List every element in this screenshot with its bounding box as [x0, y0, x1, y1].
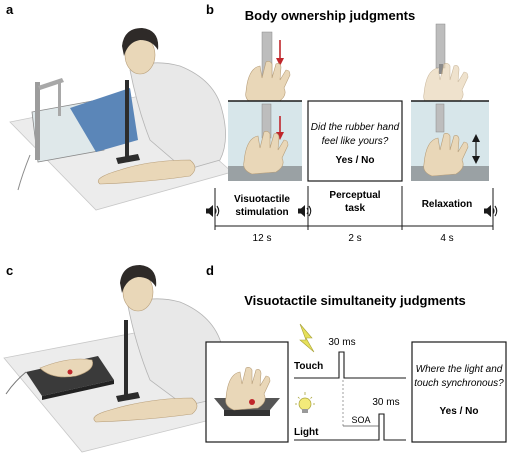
stimulation-image-top [245, 31, 291, 105]
simultaneity-question-line2: touch synchronous? [414, 378, 504, 389]
lightning-icon [299, 323, 315, 353]
touch-label: Touch [294, 361, 323, 372]
simultaneity-question-line1: Where the light and [416, 364, 503, 375]
phase-3-label: Relaxation [422, 199, 473, 210]
ownership-question-line1: Did the rubber hand [311, 122, 400, 133]
apparatus-image [214, 367, 280, 416]
ownership-answer: Yes / No [336, 155, 375, 166]
rubber-hand-box-left [228, 100, 302, 181]
phase-2-duration: 2 s [348, 233, 361, 244]
simultaneity-answer: Yes / No [440, 406, 479, 417]
phase-3-duration: 4 s [440, 233, 453, 244]
phase-1-duration: 12 s [253, 233, 272, 244]
panel-b-title: Body ownership judgments [245, 8, 415, 23]
relaxation-image-top [423, 23, 469, 107]
phase-2-line2: task [345, 203, 365, 214]
simultaneity-question-box [411, 341, 507, 443]
light-label: Light [294, 427, 319, 438]
participant-illustration-a [9, 28, 233, 211]
speaker-icon [297, 204, 312, 218]
panel-a-label: a [6, 2, 14, 17]
rubber-hand-box-right [411, 100, 489, 181]
soa-label: SOA [351, 415, 370, 425]
phase-1-line1: Visuotactile [234, 194, 290, 205]
light-signal-trace [294, 413, 406, 441]
touch-signal-trace [294, 351, 406, 379]
light-bulb-icon [295, 392, 315, 413]
phase-1-line2: stimulation [235, 207, 288, 218]
participant-illustration-c [3, 265, 227, 453]
speaker-icon [483, 204, 498, 218]
phase-2-line1: Perceptual [329, 190, 380, 201]
panel-d-title: Visuotactile simultaneity judgments [244, 293, 466, 308]
light-duration-label: 30 ms [372, 397, 399, 408]
panel-b-label: b [206, 2, 214, 17]
ownership-question-box [307, 100, 403, 182]
panel-d-label: d [206, 263, 214, 278]
ownership-question-line2: feel like yours? [322, 136, 389, 147]
speaker-icon [205, 204, 220, 218]
panel-c-label: c [6, 263, 13, 278]
touch-duration-label: 30 ms [328, 337, 355, 348]
